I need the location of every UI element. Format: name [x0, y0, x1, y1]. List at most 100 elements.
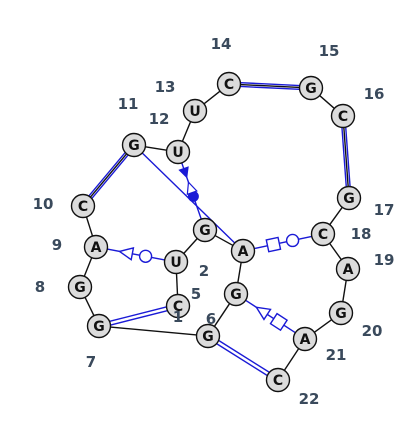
pair-12-3: [178, 162, 202, 220]
position-label-14: 14: [211, 35, 232, 53]
nucleotide-20: G: [328, 300, 354, 326]
nucleotide-letter: G: [305, 81, 317, 97]
pair-14-15: [240, 81, 300, 91]
nucleotide-5: G: [223, 281, 249, 307]
backbone-link-11-12: [145, 146, 167, 151]
position-label-13: 13: [155, 78, 176, 96]
nucleotide-letter: G: [343, 191, 355, 207]
backbone-link-14-15: [240, 83, 300, 89]
nucleotide-circle: [335, 256, 361, 282]
nucleotide-circle: [230, 238, 256, 264]
backbone-link-16-17: [343, 127, 349, 187]
pair-6-22: [216, 339, 270, 377]
nucleotide-letter: A: [238, 244, 249, 260]
pair-1-7: [109, 306, 168, 326]
nucleotide-circle: [163, 249, 189, 275]
nucleotide-letter: C: [224, 77, 234, 93]
nucleotide-17: G: [336, 185, 362, 211]
nucleotide-letter: C: [78, 199, 88, 215]
nucleotide-circle: [310, 221, 336, 247]
nucleotide-circle: [67, 274, 93, 300]
nucleotide-9: A: [83, 234, 109, 260]
backbone-link-12-13: [181, 121, 192, 142]
nucleotide-22: C: [265, 367, 291, 393]
nucleotide-letter: C: [273, 373, 283, 389]
nucleotide-circle: [195, 323, 221, 349]
nucleotide-letter: G: [74, 280, 86, 296]
base-pair-layer: [88, 81, 351, 377]
nucleotide-letter: U: [172, 145, 183, 161]
position-label-21: 21: [326, 346, 347, 364]
backbone-link-13-14: [203, 90, 221, 105]
nucleotide-8: G: [67, 274, 93, 300]
nucleotide-circle: [330, 103, 356, 129]
nucleotide-16: C: [330, 103, 356, 129]
pair-16-17: [341, 127, 351, 187]
backbone-link-2-3: [183, 238, 198, 254]
nucleotide-letter: G: [93, 319, 105, 335]
position-label-18: 18: [351, 225, 372, 243]
backbone-link-9-10: [85, 216, 94, 237]
nucleotide-4: A: [230, 238, 256, 264]
nucleotide-circle: [328, 300, 354, 326]
nucleotide-21: A: [292, 326, 318, 352]
position-label-1: 1: [173, 308, 183, 326]
position-label-20: 20: [362, 322, 383, 340]
nucleotide-circle: [121, 132, 147, 158]
position-label-17: 17: [374, 201, 395, 219]
pair-4-18: [254, 233, 312, 253]
backbone-link-1-2: [175, 273, 179, 295]
position-label-15: 15: [319, 42, 340, 60]
backbone-link-15-16: [319, 95, 335, 109]
nucleotide-letter: G: [335, 306, 347, 322]
position-label-8: 8: [35, 278, 45, 296]
nucleotide-11: G: [121, 132, 147, 158]
backbone-link-18-19: [329, 242, 342, 261]
position-label-9: 9: [52, 236, 62, 254]
nucleotide-letter: G: [202, 329, 214, 345]
backbone-link-7-8: [84, 297, 95, 316]
backbone-link-6-7: [110, 326, 197, 336]
nucleotide-circle: [192, 217, 218, 243]
nucleotide-circle: [165, 293, 191, 319]
position-label-7: 7: [86, 353, 96, 371]
nucleotide-letter: C: [173, 299, 183, 315]
nucleotide-13: U: [182, 98, 208, 124]
nucleotide-circle: [216, 71, 242, 97]
pair-9-2: [107, 246, 165, 263]
nucleotide-letter: C: [318, 227, 328, 243]
pair-10-11: [88, 152, 129, 199]
nucleotide-letter: A: [343, 262, 354, 278]
nucleotide-circle: [298, 75, 324, 101]
backbone-layer: [83, 83, 349, 371]
backbone-link-17-18: [329, 206, 343, 226]
nucleotide-14: C: [216, 71, 242, 97]
pair-5-21: [245, 299, 296, 334]
nucleotide-6: G: [195, 323, 221, 349]
position-label-2: 2: [199, 262, 209, 280]
nucleotide-circle: [165, 139, 191, 165]
nucleotide-circle: [292, 326, 318, 352]
nucleotide-circle: [83, 234, 109, 260]
nucleotide-letter: A: [300, 332, 311, 348]
nucleotide-letter: G: [199, 223, 211, 239]
backbone-link-8-9: [83, 257, 93, 277]
nucleotide-19: A: [335, 256, 361, 282]
backbone-link-4-5: [237, 262, 242, 283]
nucleotide-circle: [70, 193, 96, 219]
nucleotide-1: C: [165, 293, 191, 319]
nucleotide-circle: [86, 313, 112, 339]
nucleotide-letter: U: [170, 255, 181, 271]
position-label-10: 10: [33, 195, 54, 213]
nucleotide-circle: [336, 185, 362, 211]
nucleotide-3: G: [192, 217, 218, 243]
position-label-11: 11: [118, 95, 139, 113]
nucleotide-circle: [182, 98, 208, 124]
position-label-19: 19: [374, 251, 395, 269]
backbone-link-10-11: [89, 153, 128, 198]
position-label-22: 22: [299, 390, 320, 408]
backbone-link-5-6: [213, 303, 231, 327]
backbone-link-21-22: [283, 348, 300, 371]
